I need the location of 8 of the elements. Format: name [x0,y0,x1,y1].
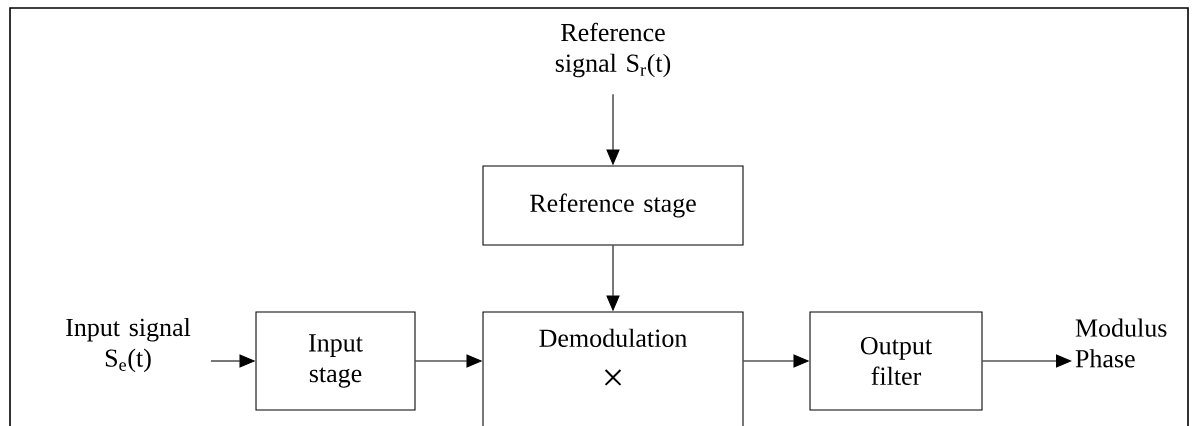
process-box: Demodulation × [482,311,744,426]
process-box: Output filter [809,311,983,411]
signal-label: Modulus Phase [1075,318,1167,368]
process-box: Input stage [255,311,416,411]
arrow [982,354,1072,368]
signal-label: Input signal S$_{e}$(t) [66,317,191,373]
process-box: Reference stage [482,165,744,246]
signal-label: Reference signal S$_{r}$(t) [555,22,671,78]
